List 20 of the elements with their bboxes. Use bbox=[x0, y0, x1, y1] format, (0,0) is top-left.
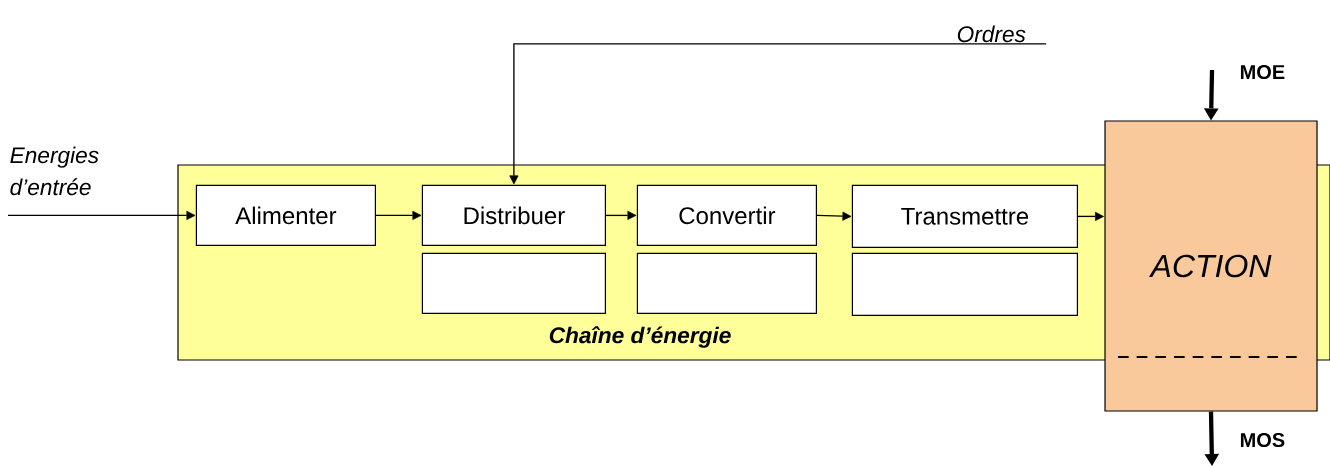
input-label: Ordres bbox=[957, 25, 1026, 43]
arrow bbox=[605, 210, 637, 220]
edge-label: MOE bbox=[1240, 64, 1285, 80]
action-box: ACTION bbox=[1104, 120, 1318, 412]
arrow bbox=[509, 43, 1047, 185]
process-box: Alimenter bbox=[195, 184, 376, 246]
arrow bbox=[1077, 211, 1104, 221]
input-label: Energies d’entrée bbox=[10, 146, 99, 196]
arrow bbox=[1203, 69, 1219, 121]
arrow bbox=[1204, 411, 1220, 466]
empty-box bbox=[851, 252, 1078, 316]
process-box: Transmettre bbox=[851, 184, 1078, 248]
empty-box bbox=[636, 252, 817, 314]
empty-box bbox=[421, 252, 606, 314]
process-box: Distribuer bbox=[421, 184, 606, 246]
arrow bbox=[7, 210, 196, 220]
process-box: Convertir bbox=[636, 184, 817, 246]
arrow bbox=[816, 211, 852, 221]
arrow bbox=[375, 210, 422, 220]
edge-label: MOS bbox=[1240, 432, 1285, 448]
